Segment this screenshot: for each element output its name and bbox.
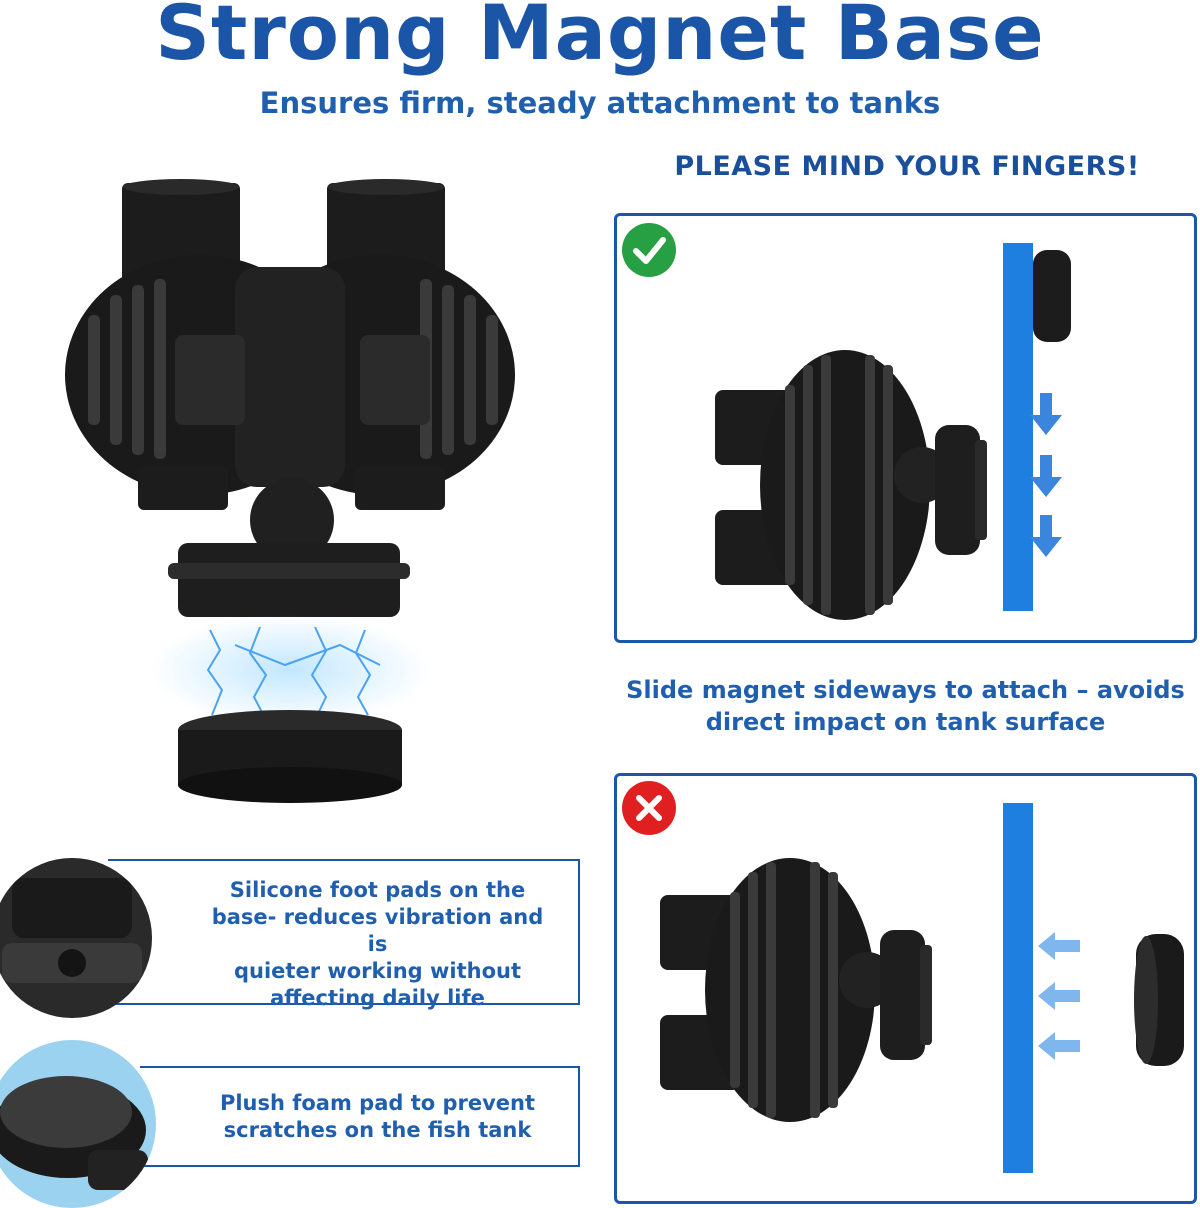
- feature-line: Plush foam pad to prevent: [219, 1091, 536, 1115]
- page-subtitle: Ensures firm, steady attachment to tanks: [259, 86, 941, 120]
- feature-box-silicone: [108, 859, 580, 1005]
- slide-instruction-line1: Slide magnet sideways to attach – avoids: [626, 676, 1185, 704]
- correct-method-illustration: [715, 243, 1071, 620]
- cross-icon: [622, 781, 676, 835]
- slide-instruction-line2: direct impact on tank surface: [705, 708, 1106, 736]
- feature-box-foam: [140, 1066, 580, 1167]
- feature-line: scratches on the fish tank: [223, 1118, 532, 1142]
- slide-instruction: Slide magnet sideways to attach – avoids…: [614, 674, 1197, 738]
- page-title: Strong Magnet Base: [155, 0, 1045, 77]
- feature-text-silicone: Silicone foot pads on the base- reduces …: [200, 877, 555, 1012]
- foam-pad-closeup-image: [0, 1040, 156, 1208]
- feature-line: affecting daily life: [270, 986, 485, 1010]
- feature-text-foam: Plush foam pad to prevent scratches on t…: [200, 1090, 555, 1144]
- finger-warning: PLEASE MIND YOUR FINGERS!: [674, 151, 1140, 182]
- magnet-disc-image: [1134, 934, 1184, 1066]
- incorrect-method-illustration: [660, 803, 1080, 1173]
- wave-pump-product-image: [65, 179, 515, 803]
- feature-line: quieter working without: [233, 959, 522, 983]
- checkmark-icon: [622, 223, 676, 277]
- feature-line: Silicone foot pads on the: [229, 878, 526, 902]
- feature-line: base- reduces vibration and is: [211, 905, 544, 956]
- silicone-pad-closeup-image: [0, 858, 152, 1018]
